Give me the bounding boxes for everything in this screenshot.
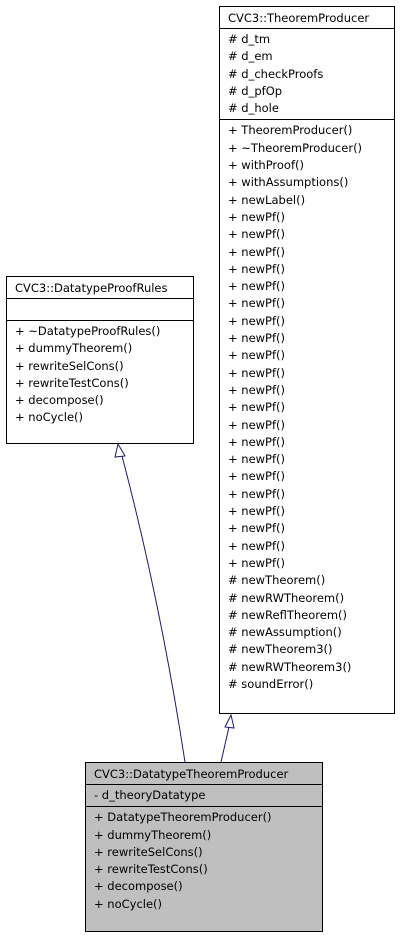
method-item: # newReflTheorem() (228, 607, 348, 622)
method-list: + ~DatatypeProofRules() + dummyTheorem() +… (7, 320, 193, 429)
method-item: + newPf() (228, 296, 286, 311)
method-item: + newPf() (228, 313, 286, 328)
class-name: CVC3::DatatypeProofRules (15, 281, 168, 295)
method-item: + newPf() (228, 538, 286, 553)
method-item: + newPf() (228, 382, 286, 397)
method-item: + decompose() (15, 393, 104, 408)
method-item: + newPf() (228, 469, 286, 484)
method-item: + newPf() (228, 227, 286, 242)
method-item: + newPf() (228, 348, 286, 363)
method-item: + dummyTheorem() (15, 341, 133, 356)
attribute-item: # d_checkProofs (228, 66, 324, 81)
method-item: + ~TheoremProducer() (228, 140, 363, 155)
attribute-list: # d_tm # d_em # d_checkProofs # d_pfOp # d_h… (220, 28, 394, 119)
method-item: + newPf() (228, 244, 286, 259)
method-list: + DatatypeTheoremProducer() + dummyTheore… (86, 806, 322, 915)
method-item: + newPf() (228, 331, 286, 346)
method-item: # newTheorem() (228, 573, 326, 588)
method-item: + dummyTheorem() (94, 827, 212, 842)
method-item: + newPf() (228, 452, 286, 467)
attribute-item: # d_hole (228, 101, 279, 116)
method-item: + DatatypeTheoremProducer() (94, 810, 272, 825)
method-item: + noCycle() (94, 896, 163, 911)
inheritance-edge-producer (220, 726, 230, 763)
method-item: + newPf() (228, 279, 286, 294)
attribute-item: # d_pfOp (228, 83, 283, 98)
method-item: + newLabel() (228, 192, 306, 207)
method-item: + rewriteTestCons() (15, 375, 129, 390)
inheritance-arrow-producer (224, 713, 235, 729)
method-item: + newPf() (228, 521, 286, 536)
method-item: + newPf() (228, 417, 286, 432)
method-item: + newPf() (228, 434, 286, 449)
method-item: + decompose() (94, 879, 183, 894)
method-list: + TheoremProducer() + ~TheoremProducer() +… (220, 119, 394, 695)
attribute-item: # d_em (228, 49, 273, 64)
method-item: # newTheorem3() (228, 642, 333, 657)
class-box-theorem-producer: CVC3::TheoremProducer # d_tm# d_em# d_ch… (219, 6, 395, 714)
method-item: # newRWTheorem3() (228, 659, 352, 674)
method-item: + newPf() (228, 261, 286, 276)
class-name: CVC3::TheoremProducer (228, 11, 370, 25)
method-item: + ~DatatypeProofRules() (15, 324, 161, 338)
method-item: + rewriteTestCons() (94, 862, 208, 877)
method-item: + newPf() (228, 504, 286, 519)
class-name: CVC3::DatatypeTheoremProducer (94, 767, 289, 781)
method-item: + newPf() (228, 209, 286, 224)
method-item: # newAssumption() (228, 625, 342, 640)
method-item: + withAssumptions() (228, 175, 349, 190)
attribute-list: - d_theoryDatatype (86, 784, 322, 806)
method-item: + noCycle() (15, 410, 84, 425)
method-item: + newPf() (228, 365, 286, 380)
inheritance-arrow-rules (114, 442, 126, 458)
inheritance-edge-rules (121, 455, 186, 763)
method-item: + withProof() (228, 158, 304, 173)
method-item: + TheoremProducer() (228, 123, 353, 138)
method-item: + newPf() (228, 486, 286, 501)
method-item: + newPf() (228, 555, 286, 570)
method-item: # soundError() (228, 676, 314, 691)
method-item: # newRWTheorem() (228, 590, 345, 605)
class-box-datatype-theorem-producer: CVC3::DatatypeTheoremProducer - d_theory… (85, 762, 323, 932)
class-box-datatype-proof-rules: CVC3::DatatypeProofRules + ~DatatypeProo… (6, 276, 194, 444)
method-item: + rewriteSelCons() (94, 844, 203, 859)
method-item: + newPf() (228, 400, 286, 415)
attribute-list (7, 298, 193, 320)
attribute-item: # d_tm (228, 32, 271, 46)
method-item: + rewriteSelCons() (15, 358, 124, 373)
attribute-item: - d_theoryDatatype (94, 788, 206, 802)
